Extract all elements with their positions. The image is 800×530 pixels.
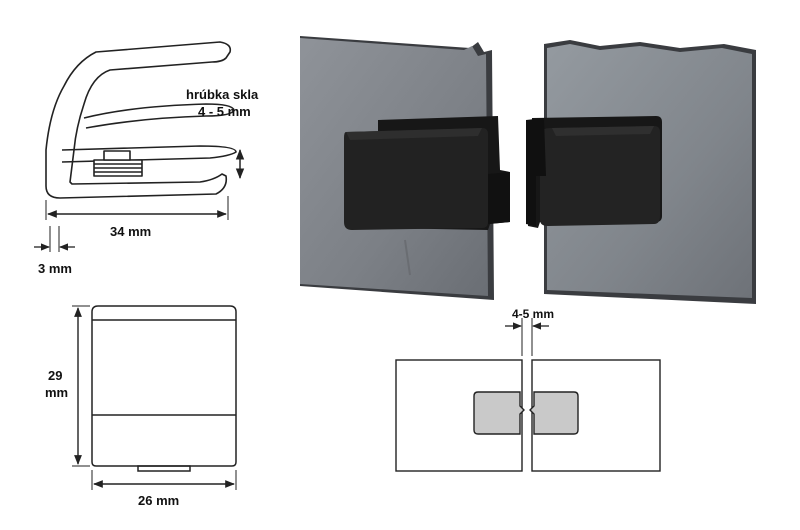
clip-side-profile (45, 41, 237, 199)
clip-front-view (91, 305, 237, 472)
glass-thickness-value: 4 - 5 mm (198, 104, 251, 119)
gap-schematic (395, 359, 661, 472)
gap-label: 4-5 mm (512, 307, 554, 321)
height-29-label-line2: mm (45, 385, 68, 400)
clip-screw-head (103, 150, 131, 161)
clip-photo-left (344, 116, 510, 230)
clip-profile-outline (45, 41, 232, 199)
glass-thickness-title: hrúbka skla (186, 87, 259, 102)
clip-upper-jaw (83, 103, 235, 129)
schematic-clip-right (529, 391, 579, 435)
width-34-label: 34 mm (110, 224, 151, 239)
clip-front-foot (137, 465, 191, 472)
schematic-clip-left (473, 391, 525, 435)
height-29-label-line1: 29 (48, 368, 62, 383)
clip-photo-right (526, 116, 662, 228)
glass-photo (300, 36, 756, 304)
width-26-label: 26 mm (138, 493, 179, 508)
width-3-label: 3 mm (38, 261, 72, 276)
clip-lower-jaw-line (61, 145, 237, 163)
clip-front-outline (91, 305, 237, 467)
